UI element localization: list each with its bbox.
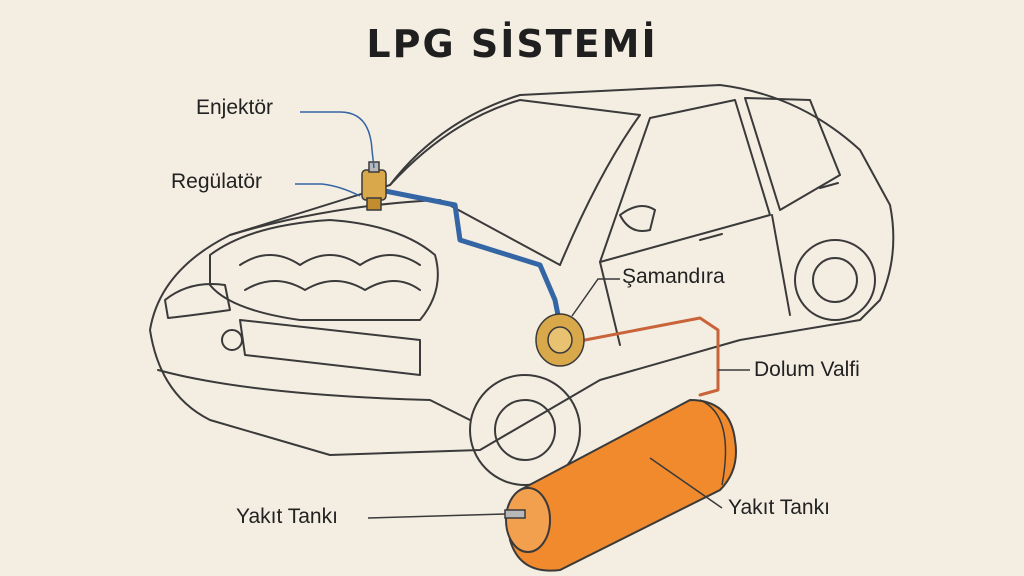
front-bumper [157, 369, 471, 421]
diagram-title: LPG SİSTEMİ [366, 22, 658, 66]
leader-samandira [571, 278, 620, 317]
label-samandira: Şamandıra [622, 265, 725, 288]
door-handle-rear [819, 182, 839, 189]
label-yakit-tanki-left: Yakıt Tankı [236, 505, 338, 528]
rear-wheel [794, 239, 876, 321]
front-emblem [221, 329, 243, 351]
door-line [599, 261, 621, 346]
rear-side-window [744, 97, 841, 211]
engine-detail [239, 254, 421, 266]
label-enjektor: Enjektör [196, 96, 274, 119]
float-unit [535, 313, 585, 367]
label-dolum-valfi: Dolum Valfi [754, 358, 860, 381]
leader-enjektor [300, 111, 375, 169]
leader-tank-left [367, 513, 506, 519]
engine-detail-2 [244, 280, 421, 291]
gas-line [377, 187, 563, 328]
door-line-rear [771, 214, 791, 316]
front-side-window [599, 99, 771, 263]
fill-line [583, 316, 720, 397]
door-handle [699, 233, 723, 241]
headlight [164, 283, 231, 319]
regulator-unit [361, 161, 387, 211]
engine-block [209, 219, 439, 321]
label-yakit-tanki-right: Yakıt Tankı [728, 496, 830, 519]
side-mirror [619, 205, 656, 232]
windshield [389, 99, 641, 266]
front-wheel [469, 374, 581, 486]
front-wheel-hub [494, 399, 556, 461]
leader-tank-right [649, 457, 723, 509]
rear-wheel-hub [812, 257, 858, 303]
leader-regulator [295, 183, 361, 197]
fuel-tank [504, 398, 737, 572]
label-regulator: Regülatör [171, 170, 263, 193]
grille [239, 319, 421, 376]
